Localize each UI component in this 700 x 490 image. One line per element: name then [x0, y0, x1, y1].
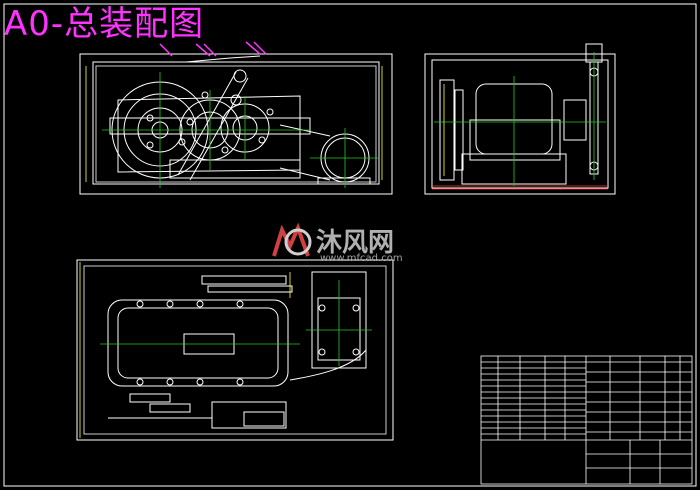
front-view-centerlines: [102, 72, 378, 188]
top-view-accents: [79, 262, 291, 438]
drawing-title: A0-总装配图: [4, 4, 205, 44]
watermark-brand: 沐风网: [316, 228, 395, 258]
watermark-url: www.mfcad.com: [320, 253, 403, 264]
top-view: [76, 259, 394, 441]
top-view-centerlines: [100, 280, 372, 366]
title-block: [480, 355, 693, 485]
side-view: [424, 43, 616, 195]
side-view-hatch: [432, 185, 608, 190]
title-leaders: [159, 41, 267, 57]
side-view-centerlines: [434, 52, 606, 186]
sheet-border: [3, 3, 697, 487]
watermark: 沐风网 www.mfcad.com: [268, 220, 438, 270]
front-view-accents: [85, 66, 383, 182]
mfcad-logo-icon: [272, 222, 312, 257]
